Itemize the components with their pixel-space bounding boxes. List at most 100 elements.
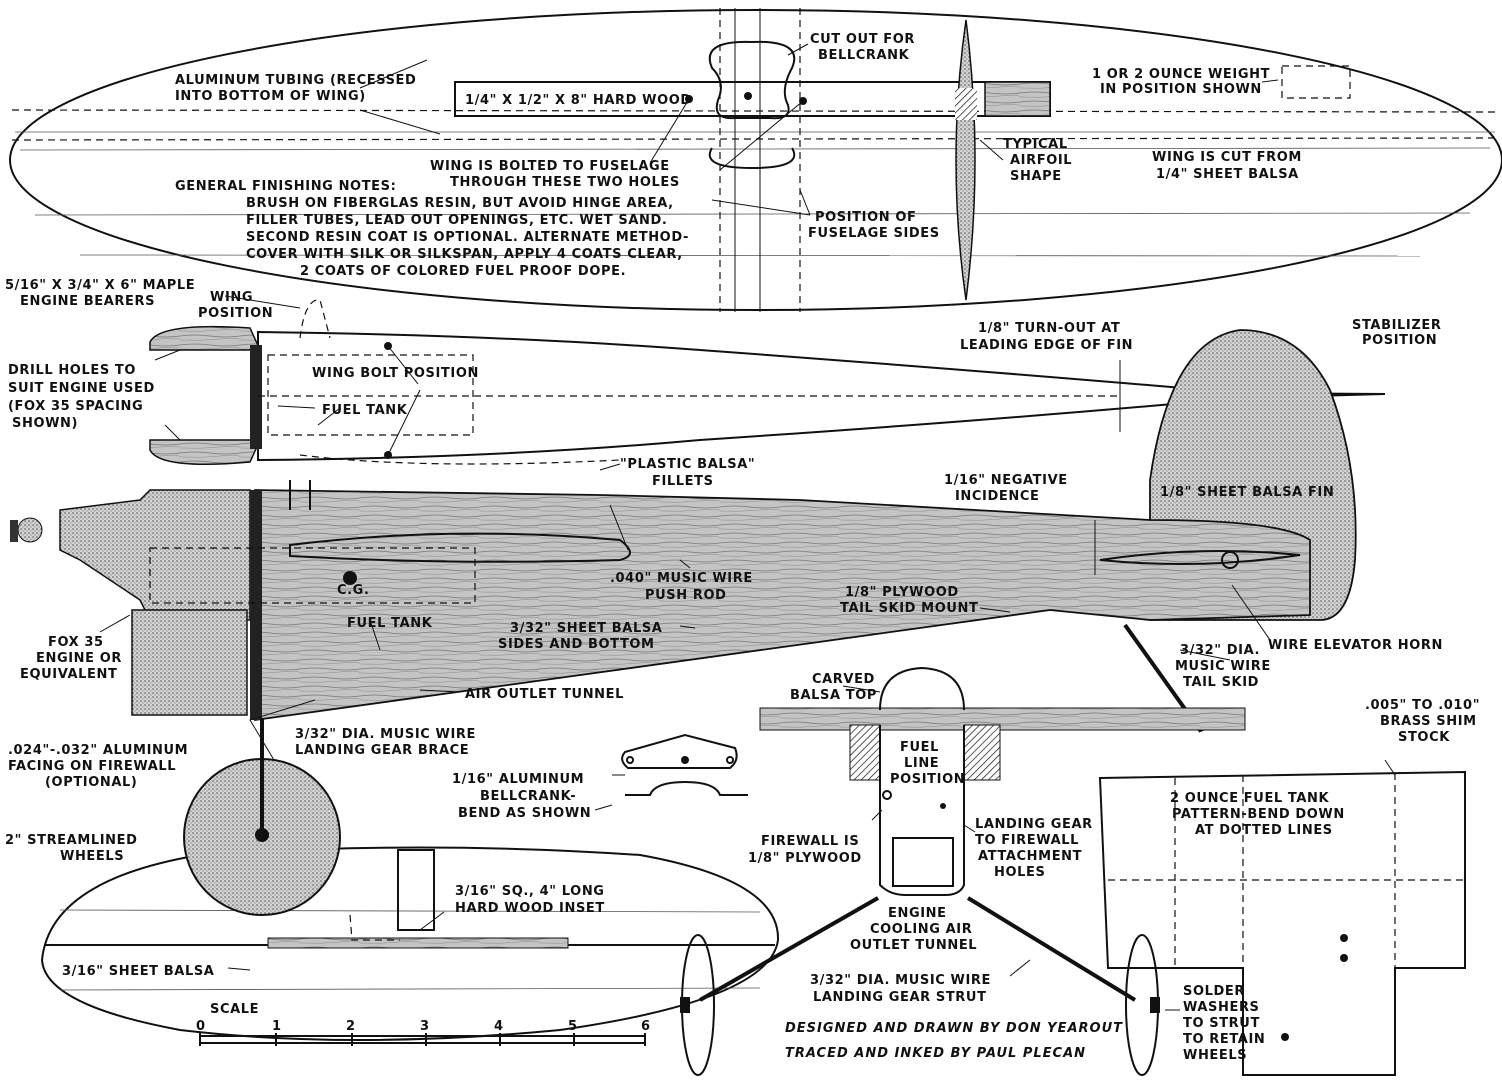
label-fuse-sides-1: POSITION OF: [815, 210, 916, 225]
label-cooling-2: COOLING AIR: [870, 922, 972, 937]
label-shim-1: .005" TO .010": [1365, 698, 1480, 713]
label-skid-mount-2: TAIL SKID MOUNT: [840, 601, 978, 616]
label-fuel-line-2: LINE: [904, 756, 939, 771]
label-fuse-sides-2: FUSELAGE SIDES: [808, 226, 940, 241]
label-skid-mount-1: 1/8" PLYWOOD: [845, 585, 959, 600]
label-fillets-2: FILLETS: [652, 474, 714, 489]
label-gear-attach-1: LANDING GEAR: [975, 817, 1093, 832]
label-fuel-line-1: FUEL: [900, 740, 939, 755]
label-aluminum-tubing-1: ALUMINUM TUBING (RECESSED: [175, 73, 416, 88]
label-wing-bolt: WING BOLT POSITION: [312, 366, 479, 381]
label-shim-3: STOCK: [1398, 730, 1450, 745]
label-stabilizer-2: POSITION: [1362, 333, 1437, 348]
label-shim-2: BRASS SHIM: [1380, 714, 1477, 729]
label-airfoil-1: TYPICAL: [1003, 137, 1068, 152]
label-notes-1: BRUSH ON FIBERGLAS RESIN, BUT AVOID HING…: [246, 196, 674, 211]
scale-bar: [199, 1033, 646, 1046]
label-fin: 1/8" SHEET BALSA FIN: [1160, 485, 1334, 500]
label-strut-1: 3/32" DIA. MUSIC WIRE: [810, 973, 991, 988]
label-tail-skid-2: MUSIC WIRE: [1175, 659, 1271, 674]
label-gear-attach-2: TO FIREWALL: [975, 833, 1079, 848]
label-notes-5: 2 COATS OF COLORED FUEL PROOF DOPE.: [300, 264, 626, 279]
label-turnout-1: 1/8" TURN-OUT AT: [978, 321, 1120, 336]
label-solder-5: WHEELS: [1183, 1048, 1247, 1063]
label-firewall-1: FIREWALL IS: [761, 834, 859, 849]
label-bolted-1: WING IS BOLTED TO FUSELAGE: [430, 159, 670, 174]
credit-designer: DESIGNED AND DRAWN BY DON YEAROUT: [785, 1021, 1123, 1036]
label-wheels-2: WHEELS: [60, 849, 124, 864]
label-carved-1: CARVED: [812, 672, 875, 687]
label-bellcrank-2: BELLCRANK-: [480, 789, 576, 804]
stabilizer-plan-view: [40, 846, 780, 1041]
label-notes-4: COVER WITH SILK OR SILKSPAN, APPLY 4 COA…: [246, 247, 683, 262]
credit-tracer: TRACED AND INKED BY PAUL PLECAN: [785, 1046, 1086, 1061]
label-stabilizer-1: STABILIZER: [1352, 318, 1441, 333]
label-engine-2: ENGINE OR: [36, 651, 122, 666]
label-inset-1: 3/16" SQ., 4" LONG: [455, 884, 605, 899]
label-facing-2: FACING ON FIREWALL: [8, 759, 176, 774]
label-notes-3: SECOND RESIN COAT IS OPTIONAL. ALTERNATE…: [246, 230, 689, 245]
label-stab-sheet: 3/16" SHEET BALSA: [62, 964, 214, 979]
label-weight-2: IN POSITION SHOWN: [1100, 82, 1262, 97]
label-notes-title: GENERAL FINISHING NOTES:: [175, 179, 396, 194]
label-engine-3: EQUIVALENT: [20, 667, 117, 682]
label-incidence-2: INCIDENCE: [955, 489, 1039, 504]
label-solder-1: SOLDER: [1183, 984, 1245, 999]
label-engine-1: FOX 35: [48, 635, 104, 650]
label-elevator-horn: WIRE ELEVATOR HORN: [1268, 638, 1443, 653]
scale-tick-0: 0: [196, 1019, 206, 1034]
label-bearers-2: ENGINE BEARERS: [20, 294, 155, 309]
fuel-tank-pattern: [1098, 759, 1466, 1076]
label-pushrod-2: PUSH ROD: [645, 588, 727, 603]
label-incidence-1: 1/16" NEGATIVE: [944, 473, 1068, 488]
label-sides-2: SIDES AND BOTTOM: [498, 637, 655, 652]
wing-plan-view: [9, 8, 1502, 312]
label-wing-position-2: POSITION: [198, 306, 273, 321]
label-cutout-2: BELLCRANK: [818, 48, 910, 63]
label-bearers-1: 5/16" X 3/4" X 6" MAPLE: [5, 278, 195, 293]
scale-tick-1: 1: [272, 1019, 282, 1034]
label-hardwood-spar: 1/4" X 1/2" X 8" HARD WOOD: [465, 93, 692, 108]
label-carved-2: BALSA TOP: [790, 688, 877, 703]
fuselage-front-view: [680, 666, 1246, 1076]
label-pattern-2: PATTERN-BEND DOWN: [1172, 807, 1345, 822]
label-facing-3: (OPTIONAL): [45, 775, 137, 790]
label-pushrod-1: .040" MUSIC WIRE: [610, 571, 753, 586]
label-firewall-2: 1/8" PLYWOOD: [748, 851, 862, 866]
label-cg: C.G.: [337, 583, 370, 598]
label-fuel-tank-top: FUEL TANK: [322, 403, 408, 418]
label-solder-2: WASHERS: [1183, 1000, 1260, 1015]
label-scale: SCALE: [210, 1002, 259, 1017]
label-cooling-1: ENGINE: [888, 906, 947, 921]
scale-tick-5: 5: [568, 1019, 578, 1034]
label-air-outlet: AIR OUTLET TUNNEL: [465, 687, 624, 702]
label-gear-attach-3: ATTACHMENT: [978, 849, 1082, 864]
label-drill-4: SHOWN): [12, 416, 78, 431]
label-airfoil-3: SHAPE: [1010, 169, 1062, 184]
label-airfoil-2: AIRFOIL: [1010, 153, 1072, 168]
label-weight-1: 1 OR 2 OUNCE WEIGHT: [1092, 67, 1270, 82]
label-aluminum-tubing-2: INTO BOTTOM OF WING): [175, 89, 366, 104]
label-notes-2: FILLER TUBES, LEAD OUT OPENINGS, ETC. WE…: [246, 213, 667, 228]
label-gear-brace-2: LANDING GEAR BRACE: [295, 743, 469, 758]
scale-tick-2: 2: [346, 1019, 356, 1034]
fuselage-side-view: [10, 329, 1357, 771]
label-fillets-1: "PLASTIC BALSA": [620, 457, 755, 472]
label-pattern-1: 2 OUNCE FUEL TANK: [1170, 791, 1330, 806]
label-fuel-tank-side: FUEL TANK: [347, 616, 433, 631]
label-facing-1: .024"-.032" ALUMINUM: [8, 743, 188, 758]
scale-tick-3: 3: [420, 1019, 430, 1034]
label-turnout-2: LEADING EDGE OF FIN: [960, 338, 1133, 353]
label-wing-position-1: WING: [210, 290, 253, 305]
label-sides-1: 3/32" SHEET BALSA: [510, 621, 662, 636]
wheel-side: [183, 718, 341, 916]
label-cutout-1: CUT OUT FOR: [810, 32, 915, 47]
label-solder-3: TO STRUT: [1183, 1016, 1260, 1031]
label-fuel-line-3: POSITION: [890, 772, 965, 787]
scale-tick-4: 4: [494, 1019, 504, 1034]
label-wheels-1: 2" STREAMLINED: [5, 833, 138, 848]
label-tail-skid-3: TAIL SKID: [1183, 675, 1259, 690]
scale-tick-6: 6: [641, 1019, 651, 1034]
label-drill-1: DRILL HOLES TO: [8, 363, 136, 378]
